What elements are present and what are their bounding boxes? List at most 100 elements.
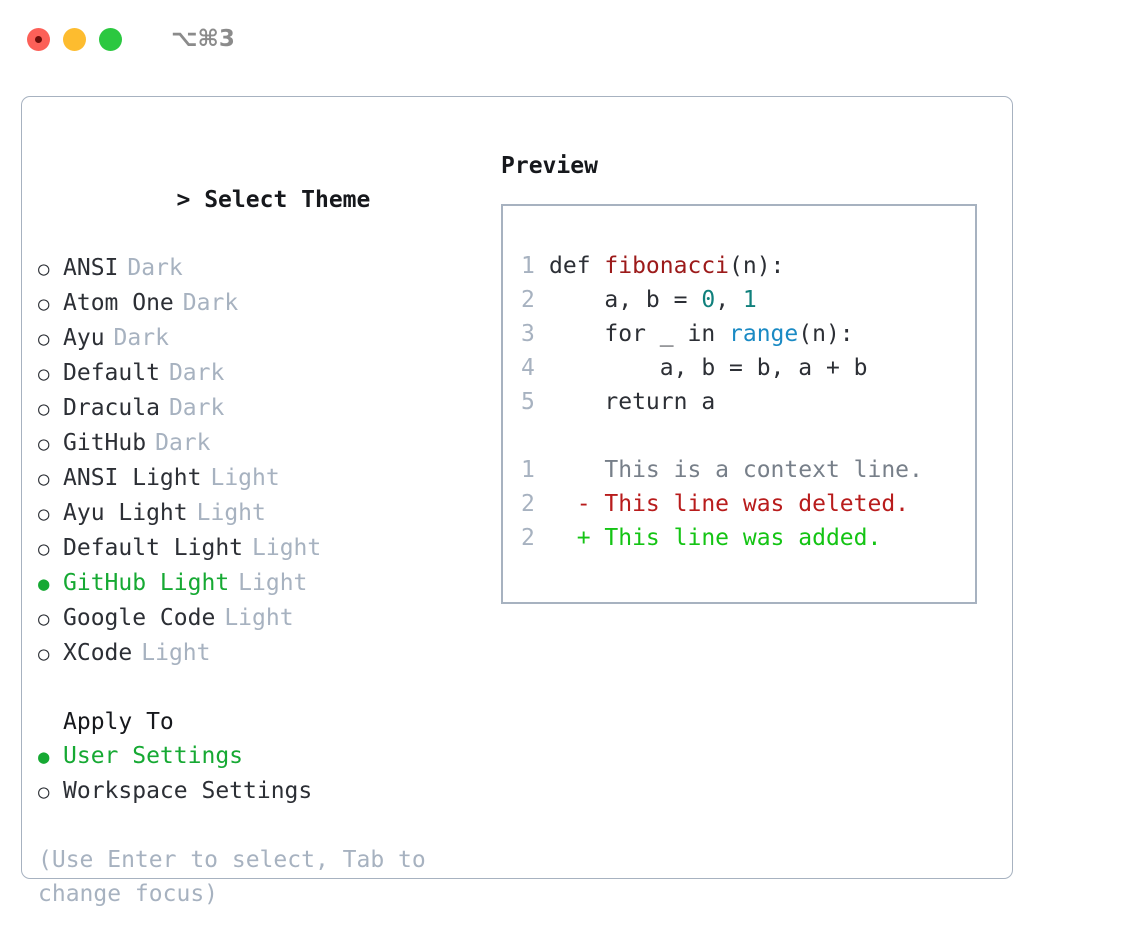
- code-line: 4 a, b = b, a + b: [503, 351, 975, 385]
- code-token-plain: for _ in: [549, 321, 730, 347]
- theme-option-label: Default: [63, 360, 160, 386]
- apply-to-options[interactable]: ● User Settings ○ Workspace Settings: [38, 739, 488, 809]
- close-button[interactable]: [27, 27, 50, 51]
- code-line: 2 a, b = 0, 1: [503, 283, 975, 317]
- theme-option-ayu-light[interactable]: ○ Ayu Light Light: [38, 496, 488, 531]
- line-number: 1: [521, 457, 535, 483]
- theme-option-kind: Light: [196, 500, 266, 526]
- traffic-light-group: [27, 27, 122, 51]
- radio-unselected-icon: ○: [38, 608, 50, 630]
- code-token-kw: def: [549, 253, 605, 279]
- minimize-button[interactable]: [63, 27, 86, 51]
- preview-spacer: [503, 419, 975, 453]
- line-number: 3: [521, 321, 535, 347]
- code-token-plain: (n):: [798, 321, 854, 347]
- line-number: 2: [521, 525, 535, 551]
- radio-unselected-icon: ○: [38, 468, 50, 490]
- theme-option-kind: Dark: [168, 360, 225, 386]
- theme-option-label: XCode: [63, 640, 133, 666]
- radio-unselected-icon: ○: [38, 363, 50, 385]
- keyboard-shortcut-label: ⌥⌘3: [171, 25, 235, 52]
- theme-option-label: ANSI: [63, 255, 119, 281]
- theme-option-label: GitHub Light: [63, 570, 230, 596]
- theme-option-label: Ayu Light: [63, 500, 188, 526]
- code-line: 5 return a: [503, 385, 975, 419]
- theme-option-kind: Light: [210, 465, 280, 491]
- theme-option-github[interactable]: ○ GitHub Dark: [38, 426, 488, 461]
- code-token-plain: return a: [549, 389, 716, 415]
- theme-option-kind: Light: [141, 640, 211, 666]
- theme-option-label: Ayu: [63, 325, 105, 351]
- code-line-text: a, b = b, a + b: [549, 351, 868, 385]
- code-line-text: def fibonacci(n):: [549, 249, 784, 283]
- theme-option-default[interactable]: ○ Default Dark: [38, 356, 488, 391]
- radio-unselected-icon: ○: [38, 503, 50, 525]
- theme-option-kind: Light: [238, 570, 308, 596]
- code-token-plain: a, b = b, a + b: [549, 355, 868, 381]
- theme-option-kind: Dark: [182, 290, 239, 316]
- theme-option-ansi-light[interactable]: ○ ANSI Light Light: [38, 461, 488, 496]
- code-token-plain: (n):: [729, 253, 785, 279]
- apply-to-option-workspace-settings[interactable]: ○ Workspace Settings: [38, 774, 488, 809]
- code-line: 1 def fibonacci(n):: [503, 249, 975, 283]
- radio-selected-icon: ●: [38, 573, 50, 595]
- code-token-num: 1: [742, 287, 757, 313]
- maximize-button[interactable]: [99, 27, 122, 51]
- prompt-caret-icon: >: [176, 187, 191, 213]
- theme-option-label: ANSI Light: [63, 465, 202, 491]
- theme-option-label: Default Light: [63, 535, 244, 561]
- line-number: 2: [521, 491, 535, 517]
- radio-unselected-icon: ○: [38, 538, 50, 560]
- code-token-plain: a, b =: [549, 287, 702, 313]
- apply-to-option-user-settings[interactable]: ● User Settings: [38, 739, 488, 774]
- line-number: 4: [521, 355, 535, 381]
- select-theme-heading-label: Select Theme: [204, 187, 371, 213]
- radio-unselected-icon: ○: [38, 328, 50, 350]
- diff-line-text: This is a context line.: [549, 457, 923, 483]
- code-line: 3 for _ in range(n):: [503, 317, 975, 351]
- radio-unselected-icon: ○: [38, 433, 50, 455]
- keyboard-hint-text: (Use Enter to select, Tab to change focu…: [38, 847, 426, 907]
- code-line-text: return a: [549, 385, 715, 419]
- radio-unselected-icon: ○: [38, 258, 50, 280]
- code-line-text: a, b = 0, 1: [549, 283, 757, 317]
- apply-to-option-label: Workspace Settings: [63, 778, 313, 804]
- radio-unselected-icon: ○: [38, 293, 50, 315]
- theme-option-label: GitHub: [63, 430, 147, 456]
- diff-line-add: 2 + This line was added.: [503, 521, 975, 555]
- radio-selected-icon: ●: [38, 746, 50, 768]
- line-number: 1: [521, 253, 535, 279]
- theme-option-kind: Light: [224, 605, 294, 631]
- theme-option-ayu[interactable]: ○ Ayu Dark: [38, 321, 488, 356]
- theme-option-kind: Dark: [127, 255, 183, 281]
- preview-heading: Preview: [501, 153, 598, 179]
- theme-option-kind: Dark: [155, 430, 211, 456]
- apply-to-option-label: User Settings: [63, 743, 244, 769]
- title-bar: ⌥⌘3: [0, 0, 1140, 78]
- code-token-bi: range: [729, 321, 799, 347]
- theme-option-label: Dracula: [63, 395, 160, 421]
- radio-unselected-icon: ○: [38, 781, 50, 803]
- line-number: 5: [521, 389, 535, 415]
- theme-option-kind: Dark: [113, 325, 169, 351]
- line-number: 2: [521, 287, 535, 313]
- select-theme-heading: > Select Theme: [38, 149, 488, 251]
- diff-line-del: 2 - This line was deleted.: [503, 487, 975, 521]
- diff-sample: 1 This is a context line. 2 - This line w…: [503, 453, 975, 555]
- theme-option-github-light[interactable]: ● GitHub Light Light: [38, 566, 488, 601]
- theme-option-ansi[interactable]: ○ ANSI Dark: [38, 251, 488, 286]
- diff-line-text: - This line was deleted.: [549, 491, 910, 517]
- code-token-fn: fibonacci: [604, 253, 730, 279]
- diff-line-text: + This line was added.: [549, 525, 882, 551]
